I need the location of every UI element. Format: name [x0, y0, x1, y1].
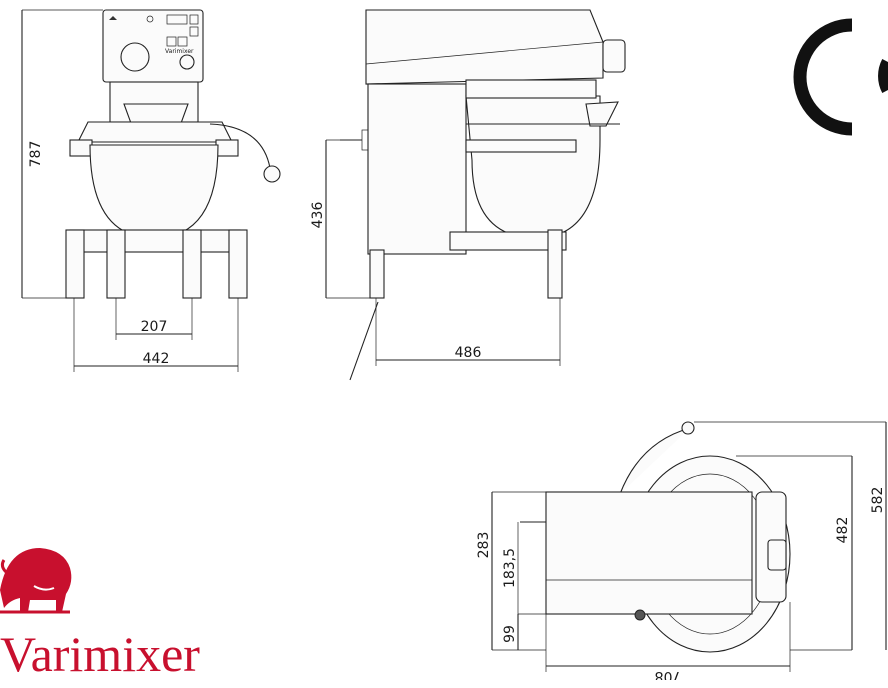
front-panel-label: Varimixer [165, 48, 194, 55]
top-head [545, 491, 753, 615]
side-head-hub [602, 39, 626, 73]
brand-wordmark: Varimixer [0, 626, 200, 682]
front-bowl-clamp-right [215, 139, 239, 157]
front-lever [209, 123, 271, 169]
front-speed-dial [120, 42, 150, 72]
front-bowl-clamp-left [69, 139, 93, 157]
front-stop-button [177, 36, 188, 47]
dim-708-label: 708 [655, 668, 682, 680]
dim-436-label: 436 [310, 202, 326, 229]
front-leg-3 [182, 229, 202, 299]
front-view: Varimixer 787 207 442 [21, 9, 281, 372]
side-leg-front [369, 249, 385, 299]
side-socket [361, 129, 369, 151]
top-pivot [634, 609, 646, 621]
side-column [367, 83, 467, 255]
side-leader-line [349, 301, 379, 381]
dim-482-label: 482 [835, 517, 851, 544]
dim-787-label: 787 [28, 141, 44, 168]
side-head [365, 9, 604, 85]
front-panel-logo-icon [109, 16, 117, 20]
side-base [449, 231, 567, 251]
dim-283-label: 283 [476, 532, 492, 559]
bull-logo-icon [0, 548, 72, 614]
top-hopper [767, 539, 787, 571]
front-display [166, 14, 188, 25]
front-control-panel [102, 9, 204, 83]
dim-207-label: 207 [141, 319, 168, 335]
ce-mark-icon: CE [793, 18, 888, 136]
side-leg-rear [547, 229, 563, 299]
dim-582-label: 582 [870, 487, 886, 514]
side-hopper [585, 101, 619, 127]
front-leg-1 [65, 229, 85, 299]
side-bowl-rim [465, 79, 597, 99]
front-plus-button [189, 14, 199, 25]
dim-442-label: 442 [143, 351, 170, 367]
top-lever-knob [681, 421, 695, 435]
side-bowl [465, 95, 601, 239]
front-emergency-button [179, 54, 195, 70]
front-bowl-rim [77, 121, 233, 143]
side-view: 436 486 [310, 9, 626, 381]
front-bowl [89, 144, 219, 239]
front-leg-4 [228, 229, 248, 299]
front-lever-knob [263, 165, 281, 183]
front-play-button [166, 36, 177, 47]
front-led [146, 15, 154, 23]
dim-486-label: 486 [455, 345, 482, 361]
top-view: 283 183,5 99 482 582 708 [476, 421, 887, 680]
top-lever [619, 427, 691, 495]
front-base-frame [69, 229, 241, 253]
front-leg-2 [106, 229, 126, 299]
side-head-line [365, 41, 604, 65]
dim-99-label: 99 [502, 625, 518, 643]
front-minus-button [189, 26, 199, 37]
dim-183-label: 183,5 [502, 548, 518, 588]
side-lever-bracket [465, 139, 577, 153]
